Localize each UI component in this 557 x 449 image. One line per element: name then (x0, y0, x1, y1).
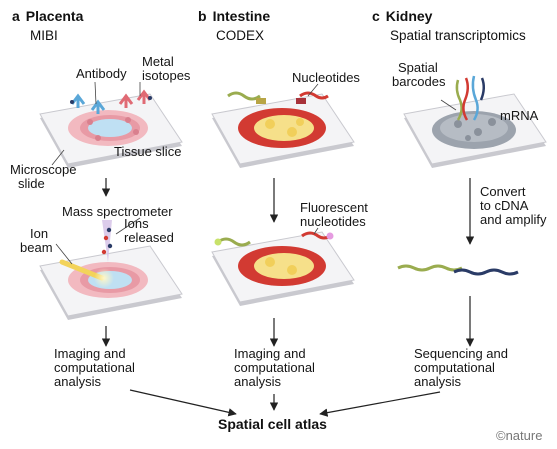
analysis-c-line3: analysis (414, 374, 461, 389)
panel-a-heading: a Placenta (12, 8, 83, 24)
panel-c-letter: c (372, 8, 380, 24)
antibody-icons (70, 89, 152, 114)
label-antibody: Antibody (76, 66, 127, 81)
spatial-cell-atlas: Spatial cell atlas (218, 416, 327, 432)
panel-b-subtitle: CODEX (216, 28, 265, 43)
panel-a-letter: a (12, 8, 20, 24)
label-fluorescent: Fluorescent (300, 200, 368, 215)
analysis-a-line3: analysis (54, 374, 101, 389)
nature-credit: ©nature (496, 428, 543, 443)
panel-a-subtitle: MIBI (30, 28, 58, 43)
tissue-slice-b2 (238, 246, 326, 286)
analysis-c-line2: computational (414, 360, 495, 375)
panel-b-title: Intestine (212, 8, 271, 24)
cdna-strands (397, 264, 519, 276)
analysis-a-line2: computational (54, 360, 135, 375)
kidney-tissue (432, 111, 516, 149)
analysis-c-line1: Sequencing and (414, 346, 508, 361)
label-and-amplify: and amplify (480, 212, 547, 227)
label-barcodes: barcodes (392, 74, 446, 89)
analysis-b-line1: Imaging and (234, 346, 306, 361)
label-to-cdna: to cDNA (480, 198, 529, 213)
tissue-slice-a1 (68, 110, 148, 146)
label-released: released (124, 230, 174, 245)
label-metal: Metal (142, 54, 174, 69)
panel-c-heading: c Kidney (372, 8, 432, 24)
label-ion: Ion (30, 226, 49, 241)
label-isotopes: isotopes (142, 68, 191, 83)
analysis-b-line3: analysis (234, 374, 281, 389)
tissue-slice-b1 (238, 108, 326, 148)
label-convert: Convert (480, 184, 526, 199)
label-tissue-slice: Tissue slice (114, 144, 182, 159)
panel-c-subtitle: Spatial transcriptomics (390, 28, 526, 43)
panel-c-title: Kidney (385, 8, 433, 24)
label-mass-spectrometer: Mass spectrometer (62, 204, 173, 219)
label-fluorescent-nucleotides: nucleotides (300, 214, 366, 229)
nucleotide-probes-b1 (227, 91, 329, 104)
label-nucleotides: Nucleotides (292, 70, 360, 85)
label-slide: slide (18, 176, 45, 191)
panel-b-letter: b (198, 8, 207, 24)
label-mrna: mRNA (500, 108, 539, 123)
panel-b-heading: b Intestine (198, 8, 270, 24)
panel-a-title: Placenta (25, 8, 84, 24)
ion-beam (59, 259, 114, 288)
spatial-barcode-strands (455, 75, 485, 121)
label-microscope: Microscope (10, 162, 77, 177)
label-beam: beam (20, 240, 53, 255)
analysis-b-line2: computational (234, 360, 315, 375)
label-spatial: Spatial (398, 60, 438, 75)
analysis-a-line1: Imaging and (54, 346, 126, 361)
mass-spectrometer-cone (101, 220, 113, 262)
fluorescent-probes-b2 (214, 231, 334, 247)
label-ions: Ions (124, 216, 149, 231)
